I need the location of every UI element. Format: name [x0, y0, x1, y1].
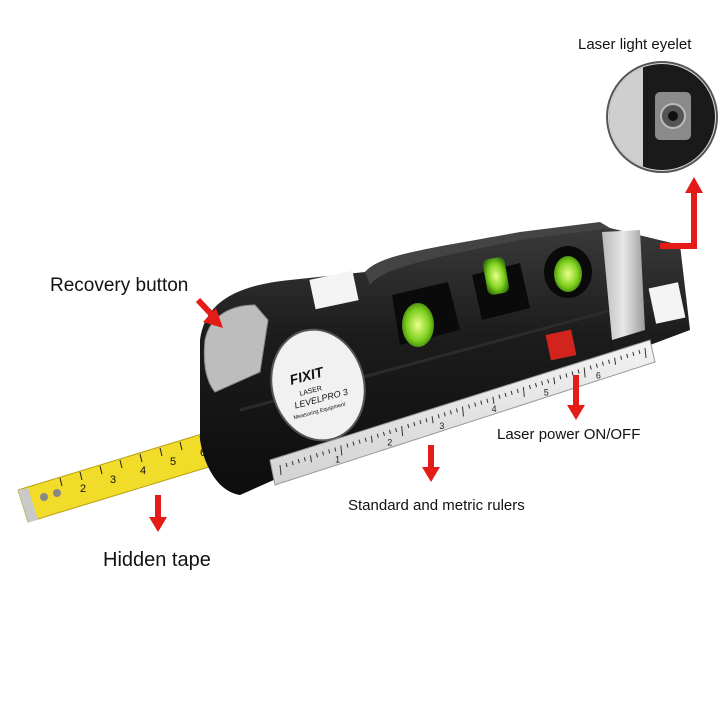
ruler-tick	[608, 359, 610, 364]
ruler-number: 1	[335, 454, 340, 464]
ruler-tick	[595, 363, 598, 368]
ruler-tick	[535, 382, 537, 388]
ruler-tick	[583, 367, 586, 378]
laser-power-switch[interactable]	[545, 329, 577, 361]
label-rulers: Standard and metric rulers	[348, 497, 525, 514]
arrow-eyelet	[660, 177, 703, 249]
ruler-tick	[279, 464, 282, 476]
ruler-tick	[413, 421, 416, 427]
ruler-numbers: 1 2 3 4 5 6	[335, 371, 601, 465]
tape-number: 4	[140, 465, 146, 477]
ruler-tick	[425, 418, 428, 423]
ruler-number: 6	[596, 371, 601, 381]
ruler-tick	[358, 439, 361, 444]
ruler-ticks	[279, 347, 647, 476]
ruler-tick	[541, 381, 544, 386]
warning-sticker-right	[648, 282, 686, 324]
tape-number: 5	[170, 456, 176, 468]
tape-number: 3	[110, 474, 116, 486]
ruler-tick	[528, 384, 531, 390]
ruler-tick	[504, 392, 507, 397]
ruler-tick	[401, 425, 404, 437]
brand-badge	[270, 328, 366, 442]
ruler-tick	[419, 420, 422, 425]
ruler-tick	[577, 369, 580, 374]
warning-sticker	[309, 270, 359, 310]
ruler-tick	[571, 371, 574, 376]
ruler-tick	[626, 353, 629, 358]
ruler-tick	[285, 462, 288, 468]
ruler-tick	[431, 416, 434, 424]
label-hidden-tape: Hidden tape	[103, 549, 211, 571]
ruler-tick	[334, 447, 337, 452]
tape-numbers: 2 3 4 5 6	[80, 447, 206, 495]
ruler-tick	[376, 433, 379, 438]
ruler-tick	[389, 429, 391, 435]
ruler-tick	[547, 379, 550, 384]
ruler-tick	[553, 377, 556, 385]
ruler-tick	[638, 349, 641, 355]
metal-band	[602, 230, 645, 340]
label-recovery-button: Recovery button	[50, 275, 189, 296]
ruler-number: 2	[387, 438, 392, 448]
ruler-tick	[565, 373, 568, 378]
bubble-vials	[392, 246, 592, 347]
annotation-arrows	[149, 177, 703, 532]
ruler-tick	[559, 375, 562, 380]
ruler-tick	[322, 451, 325, 456]
ruler-tick	[364, 437, 367, 442]
ruler-tick	[462, 406, 464, 417]
ruler-tick	[498, 394, 501, 399]
ruler-tick	[309, 455, 312, 463]
ruler-tick	[346, 443, 349, 448]
arrow-recovery	[195, 297, 223, 328]
ruler-tick	[455, 408, 458, 413]
ruler-tick	[510, 390, 513, 396]
ruler-number: 3	[439, 421, 444, 431]
ruler-tick	[407, 423, 410, 429]
ruler-tick	[601, 361, 604, 366]
ruler-tick	[395, 427, 398, 433]
arrow-power	[567, 375, 585, 420]
ruler-strip	[269, 339, 656, 486]
ruler-tick	[352, 441, 355, 446]
arrow-hidden-tape	[149, 495, 167, 532]
ruler-tick	[443, 412, 446, 417]
ruler-tick	[614, 357, 617, 365]
tape-number: 2	[80, 483, 86, 495]
ruler-tick	[516, 388, 519, 394]
ruler-tick	[492, 396, 495, 404]
ruler-tick	[316, 453, 318, 458]
label-laser-power: Laser power ON/OFF	[497, 426, 641, 443]
ruler-tick	[644, 347, 647, 359]
ruler-tick	[474, 402, 477, 407]
ruler-tick	[449, 410, 452, 415]
ruler-tick	[291, 460, 294, 466]
ruler-number: 4	[492, 404, 497, 414]
ruler-tick	[632, 351, 635, 357]
ruler-tick	[468, 404, 471, 409]
ruler-tick	[437, 414, 440, 419]
ruler-tick	[589, 365, 592, 370]
ruler-number: 5	[544, 387, 549, 397]
ruler-tick	[382, 431, 385, 436]
ruler-tick	[297, 459, 300, 464]
ruler-tick	[486, 398, 489, 403]
ruler-tick	[370, 435, 373, 443]
label-laser-eyelet: Laser light eyelet	[578, 36, 692, 53]
ruler-tick	[620, 355, 623, 360]
ruler-tick	[522, 386, 525, 398]
measuring-tape	[17, 429, 226, 523]
arrow-rulers	[422, 445, 440, 482]
ruler-tick	[340, 445, 343, 456]
ruler-tick	[303, 457, 306, 462]
tape-number: 6	[200, 447, 206, 459]
ruler-tick	[328, 449, 331, 454]
ruler-tick	[480, 400, 483, 405]
eyelet-detail-inset	[606, 61, 718, 173]
